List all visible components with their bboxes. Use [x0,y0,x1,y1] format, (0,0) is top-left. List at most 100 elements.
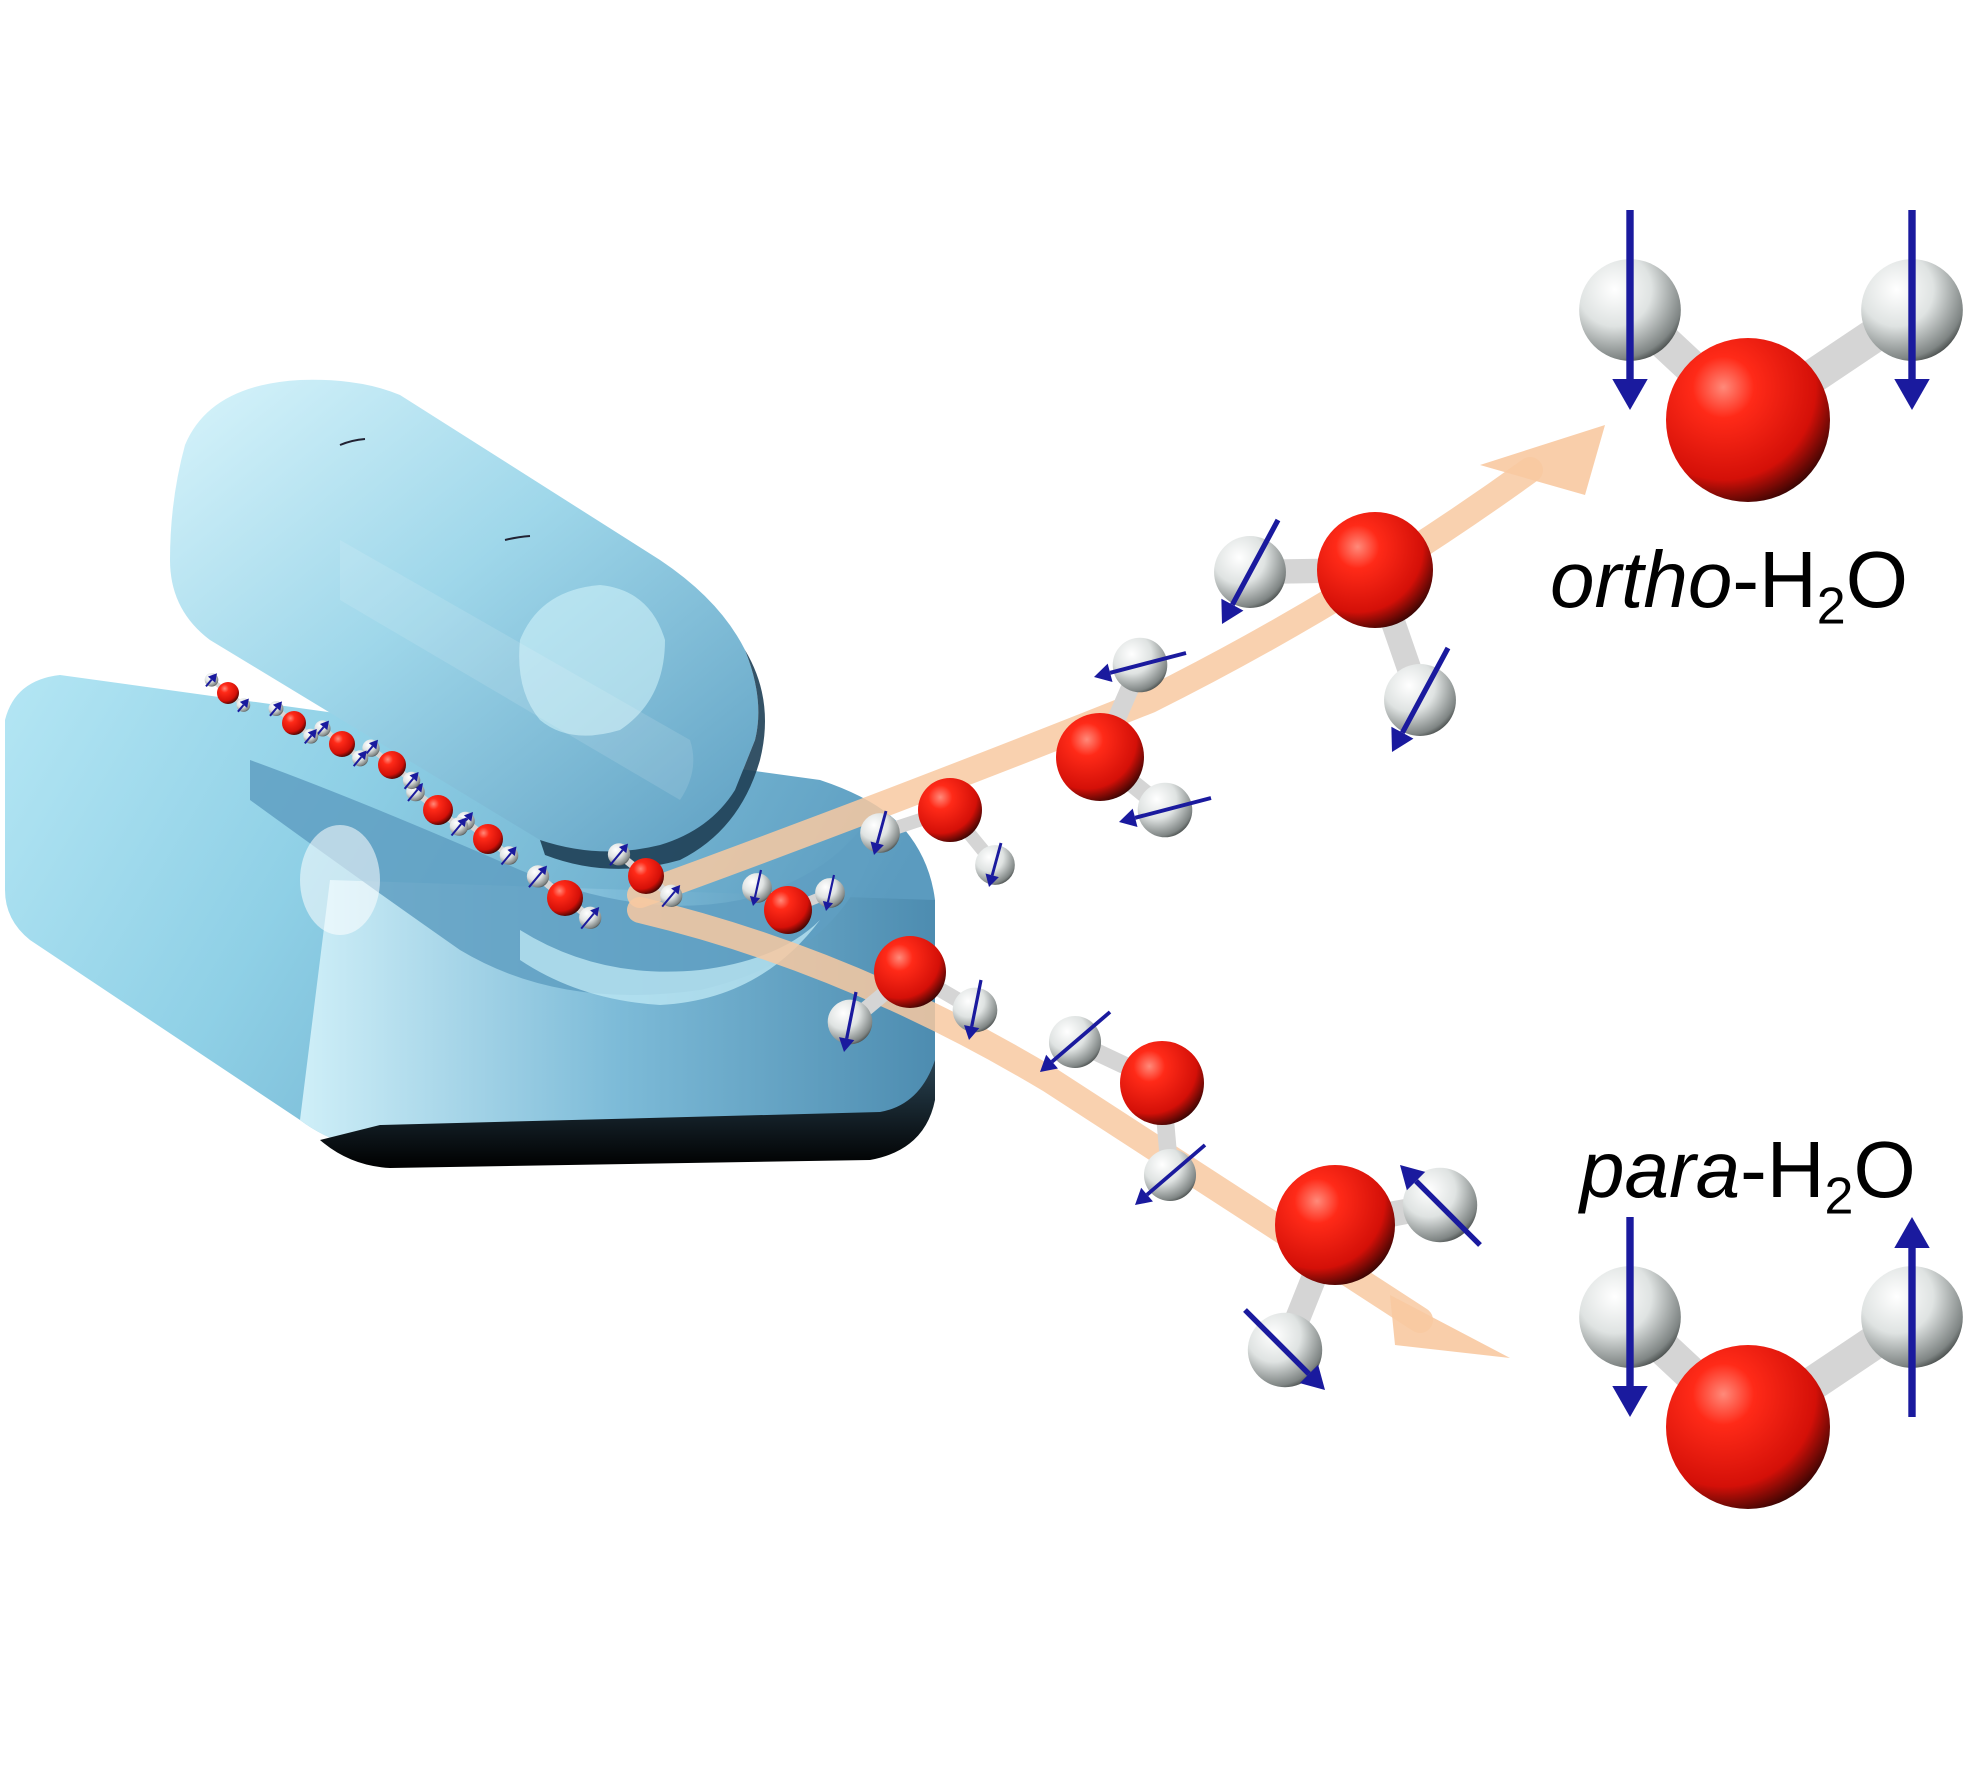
spin-arrow-shaft [1109,651,1187,675]
spin-arrow-head [749,896,761,906]
upper-magnet [170,379,765,869]
spin-arrow-shaft [500,852,512,866]
water-molecule [314,720,369,767]
water-molecule [827,936,998,1052]
spin-arrow-head [870,841,884,855]
water-molecule [1579,210,1963,502]
spin-arrow-head [1299,1364,1325,1390]
water-molecule [742,869,845,934]
spin-arrow-head [822,901,834,911]
oxygen-atom [764,886,812,934]
water-molecule [526,865,602,930]
spin-arrow-shaft [205,679,213,688]
oxygen-atom [1317,512,1433,628]
oxygen-atom [378,751,406,779]
spin-arrow-head [537,865,547,876]
oxygen-atom [473,824,503,854]
spin-arrow-head [463,812,473,822]
spin-arrow-head [1612,379,1648,410]
spin-arrow-head [409,772,419,782]
spin-arrow-head [1040,1054,1058,1072]
spin-arrow-shaft [1400,646,1451,734]
spin-arrow-head [457,817,467,828]
water-molecule [1040,1010,1207,1205]
spin-arrow-head [1221,598,1244,624]
spin-arrow-shaft [407,788,419,802]
spin-arrow-shaft [528,871,543,888]
spin-arrow-head [985,873,999,887]
oxygen-atom [1120,1041,1204,1125]
oxygen-atom [918,778,982,842]
oxygen-atom [1666,1345,1830,1509]
spin-arrow-head [1612,1386,1648,1417]
spin-arrow-head [1119,808,1138,827]
spin-arrow-head [368,739,378,750]
spin-arrow-head [1400,1165,1426,1191]
water-molecule [1243,1165,1482,1390]
spin-arrow-head [1391,726,1414,752]
spin-arrow-shaft [990,842,1003,876]
spin-arrow-shaft [1050,1010,1112,1064]
water-molecule [860,778,1015,887]
spin-arrow-head [357,750,367,761]
para-base: -H [1740,1125,1825,1214]
spin-arrow-head [671,885,681,895]
water-molecule [204,672,251,713]
spin-arrow-head [1094,663,1113,682]
oxygen-atom [1275,1165,1395,1285]
oxygen-atom [547,880,583,916]
oxygen-atom [874,936,946,1008]
para-prefix: para [1580,1125,1741,1214]
spin-arrow-shaft [826,874,836,903]
spin-arrow-shaft [845,991,858,1039]
deflector [5,379,935,1168]
spin-arrow-shaft [1414,1179,1482,1247]
spin-arrow-head [413,783,423,793]
water-molecule [607,843,683,908]
spin-arrow-shaft [661,890,676,908]
spin-arrow-shaft [304,734,313,745]
spin-arrow-head [319,720,329,731]
spin-arrow-head [239,698,249,709]
spin-arrow-head [507,846,517,857]
spin-arrow-head [1894,1217,1930,1248]
para-suffix: O [1853,1125,1916,1214]
water-molecule [362,739,421,790]
para-subscript: 2 [1824,1167,1854,1226]
spin-arrow-head [307,729,317,739]
oxygen-atom [423,795,453,825]
spin-arrow-head [1135,1187,1153,1205]
spin-arrow-head [1894,379,1930,410]
spin-arrow-shaft [237,704,245,713]
ortho-subscript: 2 [1816,577,1846,636]
spin-arrow-shaft [1230,518,1281,606]
spin-arrow-shaft [753,869,763,898]
water-molecule [1056,637,1212,838]
spin-arrow-head [272,701,282,711]
spin-arrow-shaft [1134,796,1212,820]
spin-arrow-head [207,673,217,683]
spin-arrow-shaft [609,849,624,866]
spin-arrow-shaft [1145,1143,1207,1197]
ortho-prefix: ortho [1550,535,1733,624]
spin-arrow-head [618,843,628,854]
spin-arrow-shaft [970,979,983,1027]
spin-arrow-shaft [580,912,595,930]
spin-arrow-head [964,1025,980,1040]
spin-arrow-shaft [450,823,462,837]
ortho-base: -H [1732,535,1817,624]
water-molecule [406,782,469,837]
oxygen-atom [628,858,664,894]
spin-arrow-head [839,1037,855,1052]
oxygen-atom [329,731,355,757]
para-label: para-H2O [1580,1130,1916,1223]
water-molecule [1579,1217,1963,1509]
ortho-suffix: O [1845,535,1908,624]
spin-arrow-shaft [269,707,278,717]
spin-arrow-shaft [1243,1308,1311,1376]
water-molecule [268,701,319,745]
oxygen-atom [1056,713,1144,801]
ortho-label: ortho-H2O [1550,540,1908,633]
spin-arrow-head [590,907,600,917]
